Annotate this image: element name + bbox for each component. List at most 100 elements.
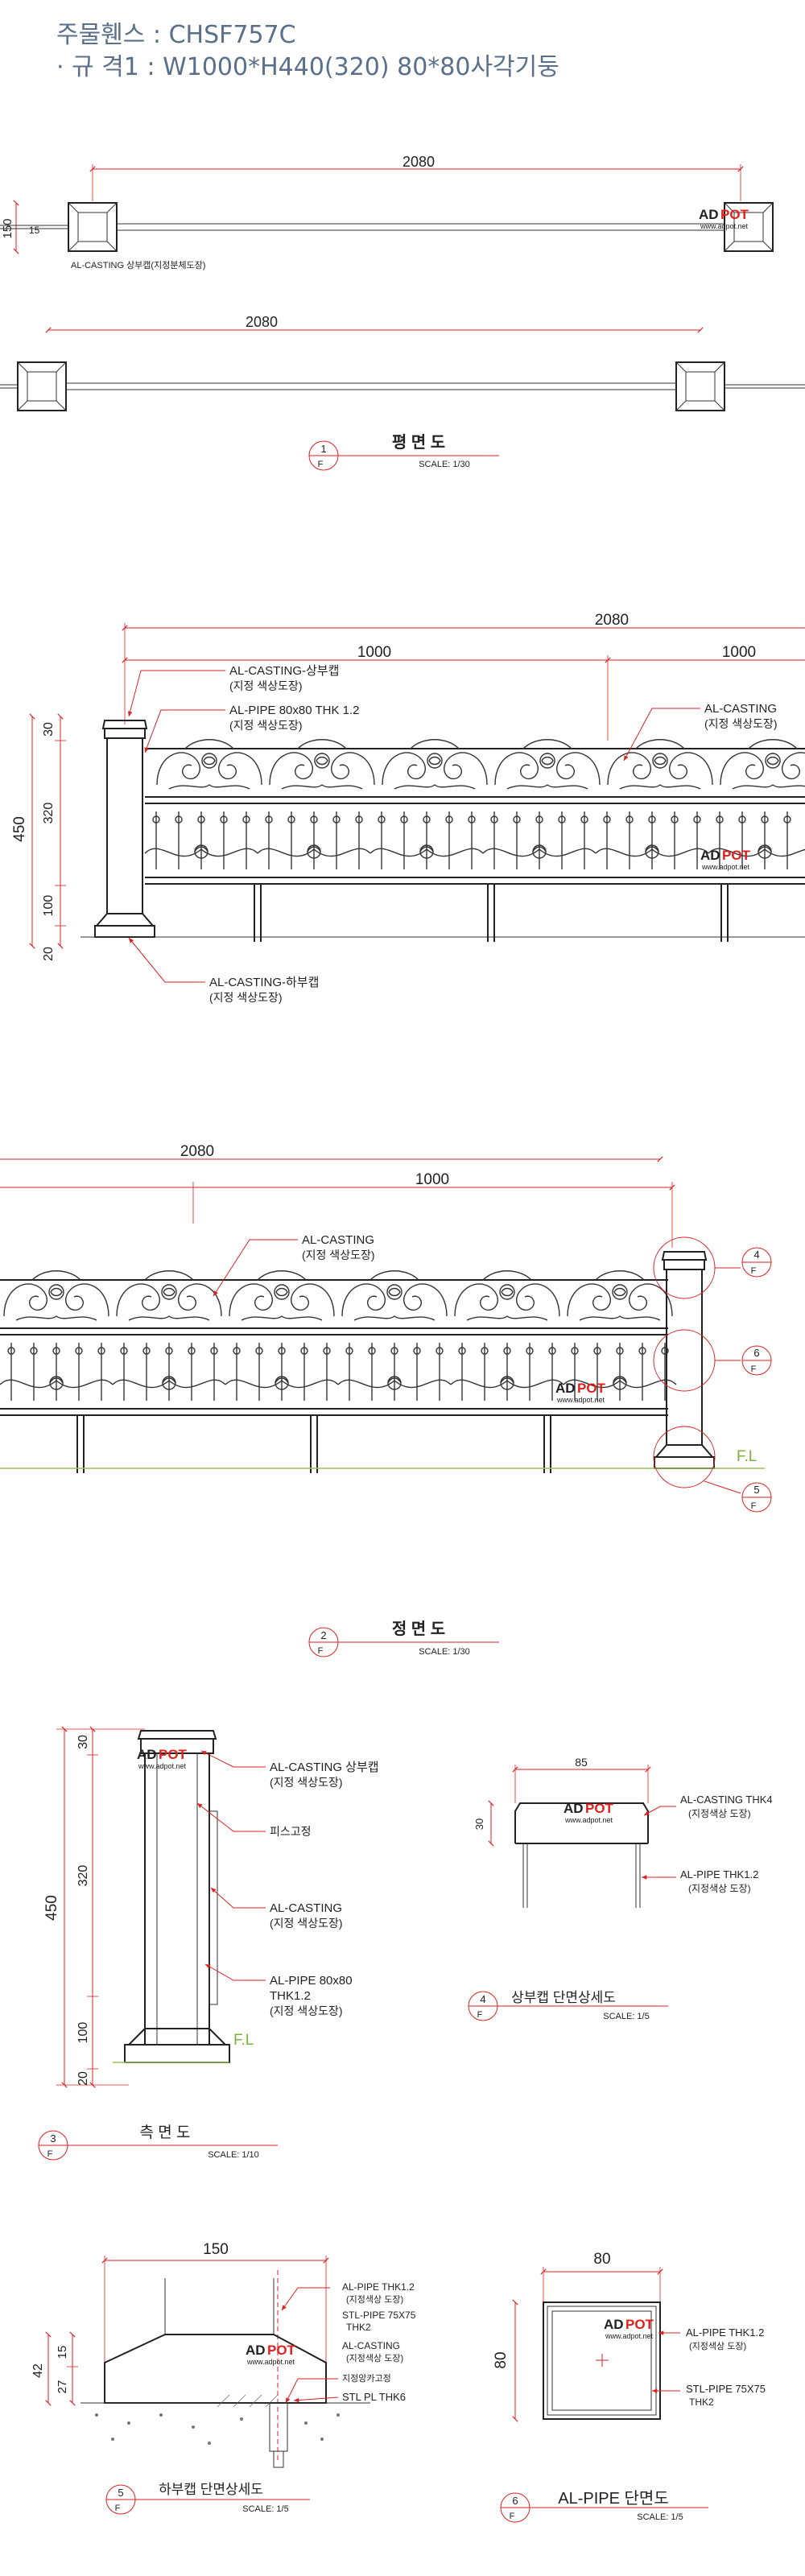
pipe-title: AL-PIPE 단면도	[558, 2489, 668, 2508]
drawing-header: 주물휀스 : CHSF757C · 규 격1 : W1000*H440(320)…	[56, 19, 559, 84]
side-note-screw: 피스고정	[270, 1825, 312, 1838]
cap-note-cast: AL-CASTING THK4	[680, 1794, 773, 1806]
plan-scale: SCALE: 1/30	[419, 460, 470, 469]
elev2-b6: 6	[753, 1347, 759, 1359]
base-v-15: 15	[56, 2346, 69, 2359]
svg-text:POT: POT	[720, 207, 749, 222]
side-note-pipe-sub: (지정 색상도장)	[270, 2004, 343, 2017]
cap-dim-top: 85	[575, 1756, 588, 1769]
elev1-v-total: 450	[11, 816, 28, 842]
svg-text:POT: POT	[585, 1801, 614, 1816]
base-dim-top: 150	[203, 2241, 229, 2258]
side-note-cap-sub: (지정 색상도장)	[270, 1776, 343, 1789]
cap-note-pipe: AL-PIPE THK1.2	[680, 1868, 758, 1880]
base-v-42: 42	[31, 2363, 45, 2378]
elev2-note-cast-sub: (지정 색상도장)	[302, 1249, 375, 1261]
side-v-320: 320	[76, 1865, 90, 1887]
base-v-27: 27	[56, 2380, 69, 2394]
elev2-bf6: F	[751, 1364, 757, 1374]
side-bubble-num: 3	[50, 2132, 56, 2145]
elev1-note-pipe: AL-PIPE 80x80 THK 1.2	[229, 704, 359, 717]
base-note2-sub: THK2	[346, 2322, 371, 2333]
pipe-bubble-num: 6	[512, 2495, 518, 2507]
side-bubble-f: F	[47, 2149, 53, 2159]
base-note2: STL-PIPE 75X75	[342, 2310, 416, 2321]
plan-dim-second: 2080	[246, 314, 278, 330]
svg-text:POT: POT	[625, 2317, 654, 2332]
elev2-note-cast: AL-CASTING	[302, 1233, 374, 1247]
svg-text:www.adpot.net: www.adpot.net	[246, 2358, 295, 2366]
base-bubble-f: F	[115, 2504, 121, 2513]
svg-text:AD: AD	[700, 848, 720, 863]
pipe-dim-side: 80	[493, 2351, 510, 2368]
side-note-cap: AL-CASTING 상부캡	[270, 1761, 379, 1774]
base-bubble-num: 5	[118, 2487, 123, 2499]
svg-text:www.adpot.net: www.adpot.net	[605, 2332, 654, 2340]
elev1-note-cast-sub: (지정 색상도장)	[704, 717, 778, 730]
watermark-plan: AD POT www.adpot.net	[699, 207, 749, 230]
product-spec: · 규 격1 : W1000*H440(320) 80*80사각기둥	[56, 53, 559, 81]
pipe-note1-sub: (지정색상 도장)	[689, 2341, 746, 2351]
cap-detail: 85 30 AL-CASTING THK4 (지정색상 도장) AL-PIPE …	[468, 1756, 773, 2021]
watermark-3: AD POT www.adpot.net	[137, 1747, 188, 1770]
base-detail: 150 42 27 15 AL-PIPE THK1.2 (지정색상 도장) ST…	[31, 2241, 416, 2515]
side-note-cast: AL-CASTING	[270, 1901, 342, 1915]
cap-scale: SCALE: 1/5	[603, 2012, 649, 2021]
svg-text:AD: AD	[604, 2317, 624, 2332]
elev1-v-20: 20	[42, 947, 56, 961]
svg-text:AD: AD	[564, 1801, 584, 1816]
pipe-dim-top: 80	[593, 2251, 610, 2268]
plan-note: AL-CASTING 상부캡(지정분체도장)	[71, 260, 205, 270]
svg-text:www.adpot.net: www.adpot.net	[138, 1762, 187, 1770]
svg-text:www.adpot.net: www.adpot.net	[701, 863, 750, 871]
elev1-note-cap: AL-CASTING-상부캡	[229, 664, 339, 678]
pipe-bubble-f: F	[510, 2512, 515, 2521]
cap-dim-side: 30	[473, 1818, 485, 1830]
elev1-v-30: 30	[42, 722, 56, 737]
elev1-dim-a: 1000	[357, 644, 391, 661]
elev1-note-cast: AL-CASTING	[704, 702, 777, 716]
side-view: 450 30 320 100 20 F.L AL-CASTING 상부캡 (지정…	[38, 1726, 379, 2161]
plan-dim-top: 2080	[402, 154, 435, 170]
cap-note-pipe-sub: (지정색상 도장)	[688, 1883, 751, 1894]
elev1-v-100: 100	[42, 895, 56, 917]
base-note1-sub: (지정색상 도장)	[346, 2294, 403, 2305]
elev2-bf5: F	[751, 1501, 757, 1511]
base-title: 하부캡 단면상세도	[159, 2482, 263, 2497]
svg-text:www.adpot.net: www.adpot.net	[700, 222, 749, 230]
elev1-dim-total: 2080	[595, 612, 629, 629]
base-note4: 지정앙카고정	[342, 2373, 391, 2384]
elev1-dim-b: 1000	[722, 644, 756, 661]
front-elevation-2: 2080 1000 F.L	[0, 1143, 772, 1657]
svg-text:POT: POT	[722, 848, 751, 863]
base-note3: AL-CASTING	[342, 2340, 400, 2351]
plan-view: 2080 150 15 AL-CASTING 상부캡(지정분체도장) 2080	[0, 154, 805, 471]
elev2-bubble-f: F	[318, 1646, 324, 1656]
base-note5: STL PL THK6	[342, 2391, 406, 2403]
side-v-20: 20	[76, 2071, 90, 2086]
cap-bubble-num: 4	[480, 1993, 485, 2005]
svg-text:AD: AD	[555, 1381, 576, 1396]
elev2-dim-total: 2080	[180, 1143, 214, 1160]
side-note-cast-sub: (지정 색상도장)	[270, 1917, 343, 1930]
side-note-pipe: AL-PIPE 80x80	[270, 1974, 353, 1988]
svg-text:AD: AD	[137, 1747, 157, 1762]
elev2-b4: 4	[753, 1249, 759, 1261]
side-title: 측 면 도	[140, 2124, 191, 2141]
pipe-section: 80 80 AL-PIPE THK1.2 (지정색상 도장) STL-PIPE …	[493, 2251, 766, 2523]
elev2-title: 정 면 도	[392, 1620, 445, 1638]
plan-title: 평 면 도	[392, 433, 445, 452]
cap-title: 상부캡 단면상세도	[511, 1990, 616, 2005]
plan-bubble-f: F	[318, 460, 324, 469]
pipe-note2: STL-PIPE 75X75	[686, 2383, 766, 2395]
svg-text:www.adpot.net: www.adpot.net	[564, 1816, 613, 1824]
cap-bubble-f: F	[477, 2010, 483, 2020]
side-v-450: 450	[43, 1895, 60, 1921]
elev1-note-pipe-sub: (지정 색상도장)	[229, 719, 303, 732]
side-v-30: 30	[76, 1735, 90, 1749]
side-fl: F.L	[233, 2032, 254, 2049]
plan-bubble-num: 1	[320, 443, 326, 455]
front-elevation-1: 2080 1000 1000 450 30 320 100 20	[11, 612, 805, 1004]
base-note1: AL-PIPE THK1.2	[342, 2281, 415, 2293]
base-note3-sub: (지정색상 도장)	[346, 2353, 403, 2363]
